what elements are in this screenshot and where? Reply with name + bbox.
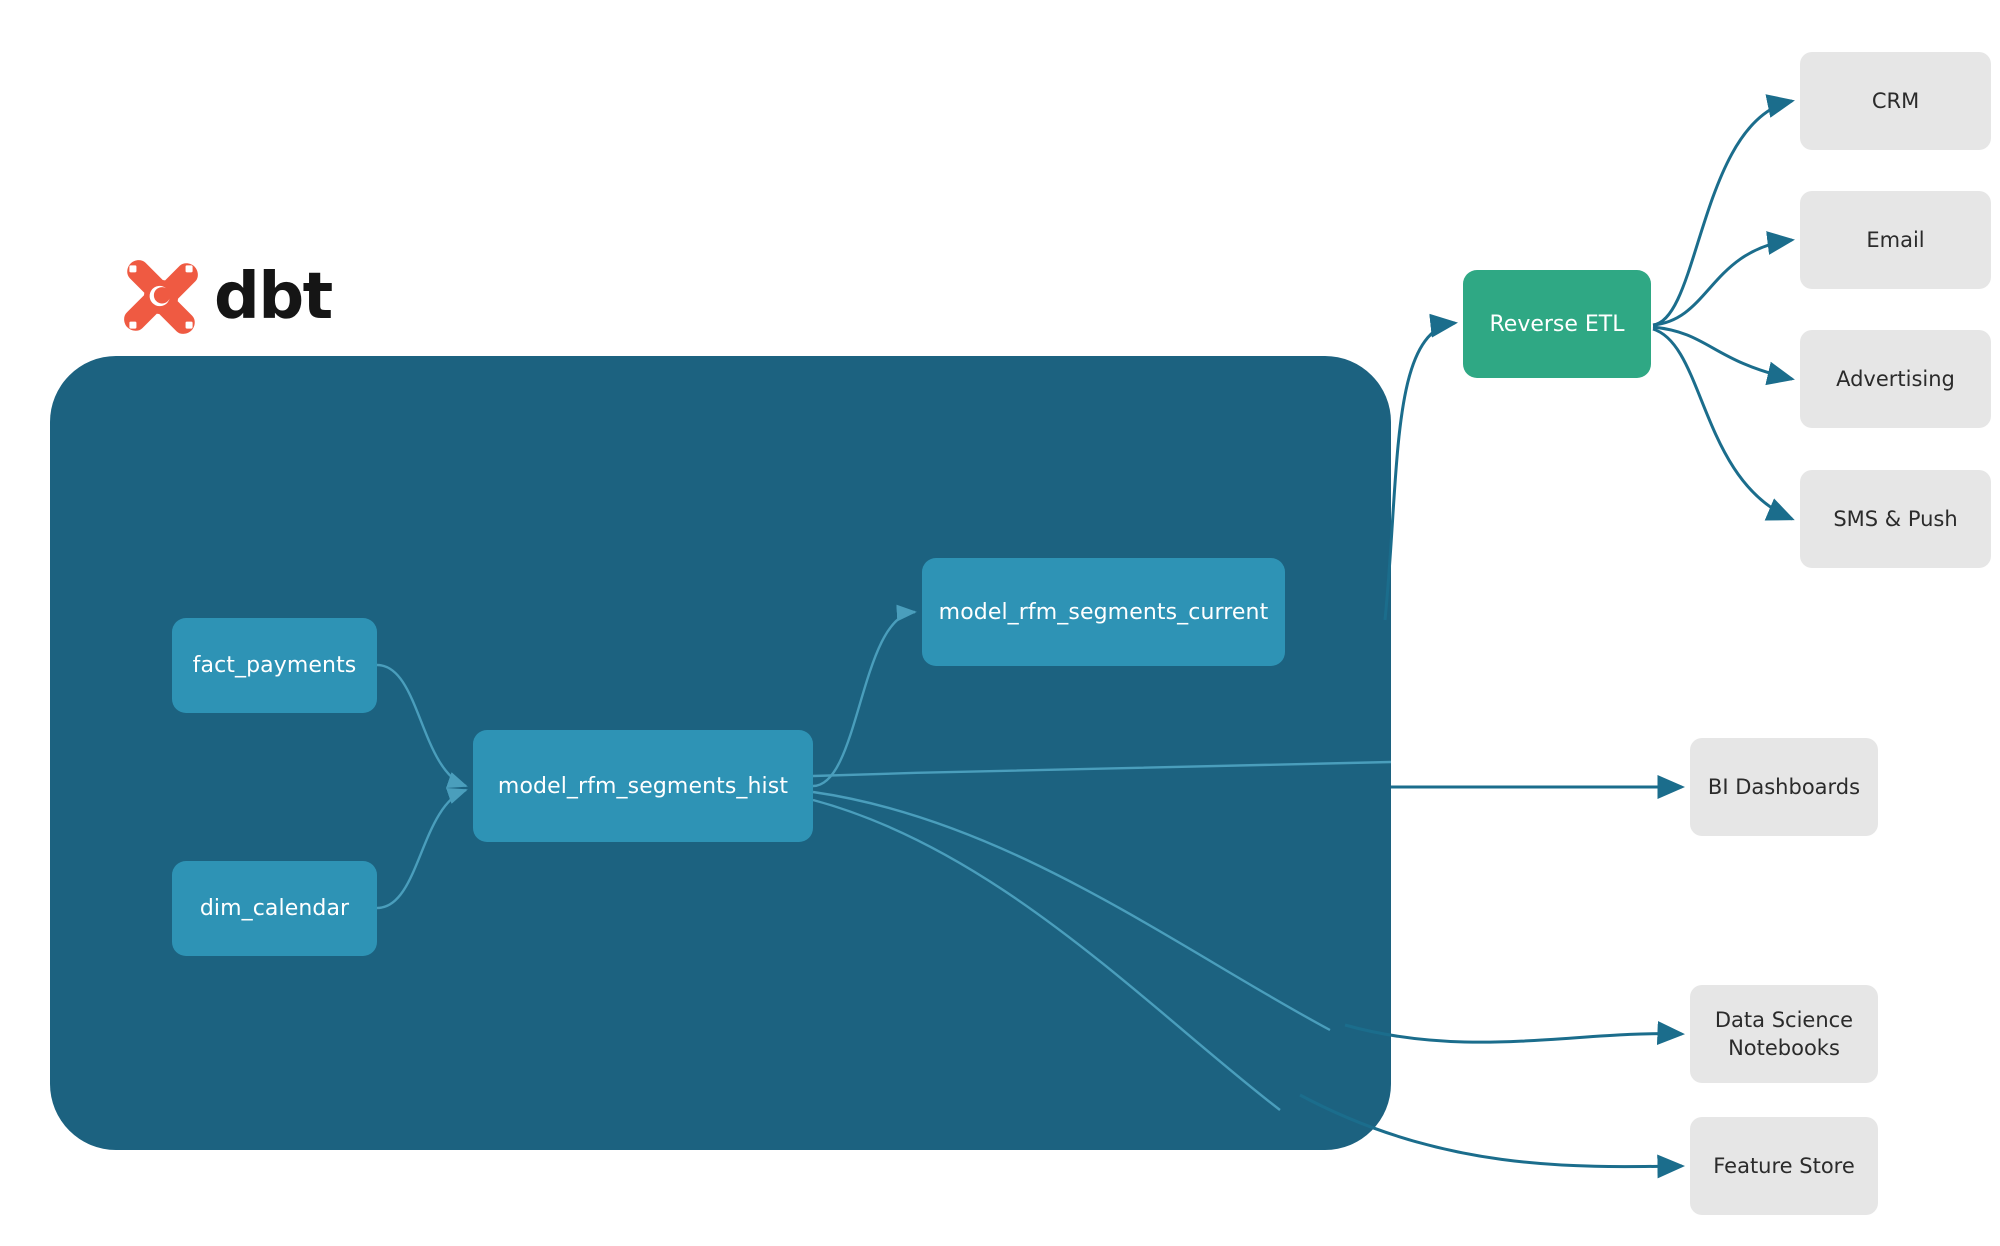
- node-email[interactable]: Email: [1800, 191, 1991, 289]
- dbt-brand-logo: dbt: [122, 258, 333, 336]
- node-label: BI Dashboards: [1707, 774, 1861, 799]
- node-fact-payments[interactable]: fact_payments: [172, 618, 377, 713]
- node-model-rfm-segments-hist[interactable]: model_rfm_segments_hist: [473, 730, 813, 842]
- node-label-line2: Notebooks: [1728, 1036, 1840, 1060]
- node-data-science-notebooks[interactable]: Data Science Notebooks: [1690, 985, 1878, 1083]
- node-bi-dashboards[interactable]: BI Dashboards: [1690, 738, 1878, 836]
- node-label: Reverse ETL: [1489, 311, 1625, 337]
- node-label-line1: Data Science: [1714, 1007, 1854, 1032]
- node-reverse-etl[interactable]: Reverse ETL: [1463, 270, 1651, 378]
- node-sms-push[interactable]: SMS & Push: [1800, 470, 1991, 568]
- node-dim-calendar[interactable]: dim_calendar: [172, 861, 377, 956]
- node-crm[interactable]: CRM: [1800, 52, 1991, 150]
- dbt-x-logo-icon: [122, 258, 200, 336]
- node-label: dim_calendar: [199, 896, 350, 921]
- node-label: CRM: [1871, 88, 1920, 113]
- node-label: Feature Store: [1713, 1153, 1855, 1178]
- node-label: Advertising: [1836, 366, 1955, 391]
- node-label: Email: [1866, 227, 1925, 252]
- node-label: fact_payments: [192, 653, 357, 678]
- dbt-wordmark: dbt: [214, 260, 333, 334]
- node-advertising[interactable]: Advertising: [1800, 330, 1991, 428]
- node-label: model_rfm_segments_hist: [497, 773, 789, 799]
- node-label: model_rfm_segments_current: [938, 599, 1269, 625]
- node-label: SMS & Push: [1833, 506, 1958, 531]
- node-label: Data Science Notebooks: [1715, 1006, 1853, 1063]
- node-model-rfm-segments-current[interactable]: model_rfm_segments_current: [922, 558, 1285, 666]
- node-feature-store[interactable]: Feature Store: [1690, 1117, 1878, 1215]
